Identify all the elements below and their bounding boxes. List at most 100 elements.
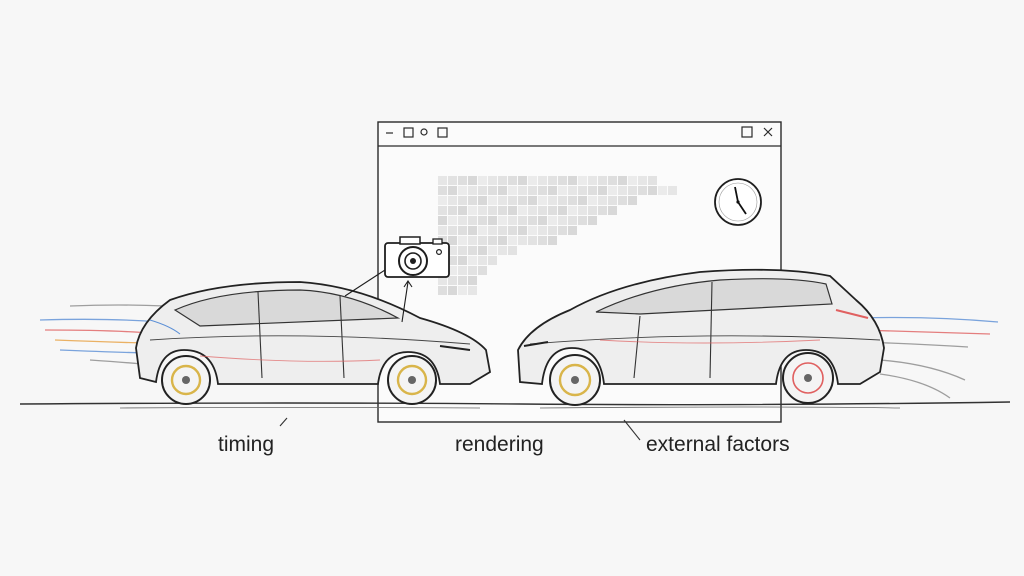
pixel-block [598,206,607,215]
pixel-block [468,286,477,295]
pixel-block [438,206,447,215]
label-timing: timing [218,433,275,456]
pixel-block [518,236,527,245]
pixel-block [448,186,457,195]
pixel-block [568,216,577,225]
pixel-block [568,196,577,205]
window-right-controls[interactable] [741,126,773,138]
pixel-block [498,176,507,185]
pixel-block [608,176,617,185]
pixel-block [478,246,487,255]
pixel-block [518,206,527,215]
pixel-block [498,226,507,235]
right-car-rear-wheel [782,352,834,404]
pixel-block [638,186,647,195]
pixel-block [488,236,497,245]
pixel-block [478,226,487,235]
pixel-block [488,246,497,255]
pixel-block [558,186,567,195]
pixel-block [498,196,507,205]
pixel-block [538,216,547,225]
pixel-block [478,196,487,205]
pixel-block [548,176,557,185]
pixel-block [538,236,547,245]
pixel-block [468,246,477,255]
pixel-block [478,266,487,275]
pixel-block [508,236,517,245]
pixel-block [468,256,477,265]
pixel-block [458,246,467,255]
pixel-block [478,206,487,215]
pixel-block [438,226,447,235]
pixel-block [488,206,497,215]
pixel-block [548,216,557,225]
pixel-block [458,206,467,215]
pixel-block [518,226,527,235]
pixel-block [638,176,647,185]
pixel-block [438,196,447,205]
pixel-block [458,256,467,265]
pixel-block [468,276,477,285]
pixel-block [448,176,457,185]
pixel-block [528,186,537,195]
right-car-front-wheel [549,354,601,406]
pixel-block [588,216,597,225]
pixel-block [518,216,527,225]
pixel-block [588,206,597,215]
pixel-block [588,176,597,185]
pixel-block [438,186,447,195]
pixel-block [458,276,467,285]
pixel-block [548,226,557,235]
pixel-block [438,216,447,225]
pixel-block [448,276,457,285]
pixel-block [478,216,487,225]
left-car-rear-wheel [161,355,211,405]
pixel-block [488,196,497,205]
pixel-block [498,186,507,195]
pixel-block [558,176,567,185]
pixel-block [508,246,517,255]
pixel-block [458,176,467,185]
pixel-block [488,216,497,225]
pixel-block [468,206,477,215]
pixel-block [628,196,637,205]
pixel-block [548,236,557,245]
restore-icon [403,127,414,138]
pixel-block [438,276,447,285]
pixel-block [668,186,677,195]
pixel-block [578,186,587,195]
pixel-block [548,196,557,205]
pixel-block [458,226,467,235]
pixel-block [458,216,467,225]
pixel-block [538,196,547,205]
pixel-block [448,216,457,225]
pixel-block [588,196,597,205]
pixel-block [628,186,637,195]
pixel-block [598,196,607,205]
label-pointers [279,417,641,441]
pixel-block [568,226,577,235]
pixel-block [528,236,537,245]
pixel-block [528,226,537,235]
pixel-block [518,186,527,195]
pixel-block [498,206,507,215]
pixel-block [618,176,627,185]
pixel-block [528,176,537,185]
pixel-block [608,206,617,215]
left-car-front-wheel [387,355,437,405]
pixel-block [508,206,517,215]
pixel-block [648,186,657,195]
pixel-block [508,186,517,195]
pixel-block [558,206,567,215]
pixel-block [448,206,457,215]
pixel-block [468,186,477,195]
pixel-block [448,226,457,235]
pixel-block [608,196,617,205]
pixel-block [498,216,507,225]
label-rendering: rendering [455,433,544,456]
pixel-block [658,186,667,195]
pixel-block [478,256,487,265]
pixel-block [448,246,457,255]
pixel-block [458,186,467,195]
